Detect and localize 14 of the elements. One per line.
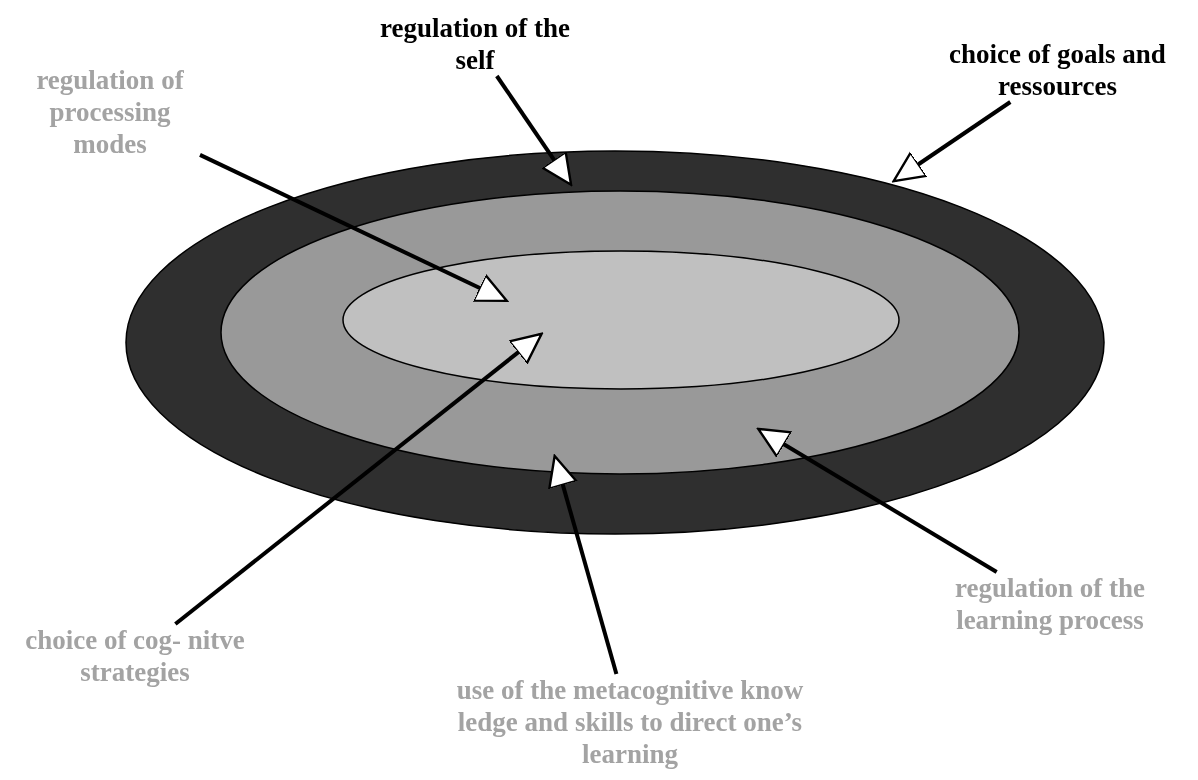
middle-ellipse xyxy=(220,190,1020,475)
ring-label: regulation of the self xyxy=(370,12,580,76)
ring-label: choice of cog- nitve strategies xyxy=(20,624,250,688)
ring-label: choice of goals and ressources xyxy=(920,38,1195,102)
arrow xyxy=(892,100,1012,183)
arrow xyxy=(495,74,573,186)
ring-label: regulation of the learning process xyxy=(915,572,1185,636)
inner-ellipse xyxy=(342,250,900,390)
arrow xyxy=(199,153,508,303)
arrow xyxy=(548,454,619,675)
arrow xyxy=(174,332,543,626)
ring-label: regulation of processing modes xyxy=(20,64,200,160)
arrow xyxy=(757,427,998,574)
ring-label: use of the metacognitive know ledge and skills to direct one’s learning xyxy=(445,674,815,770)
